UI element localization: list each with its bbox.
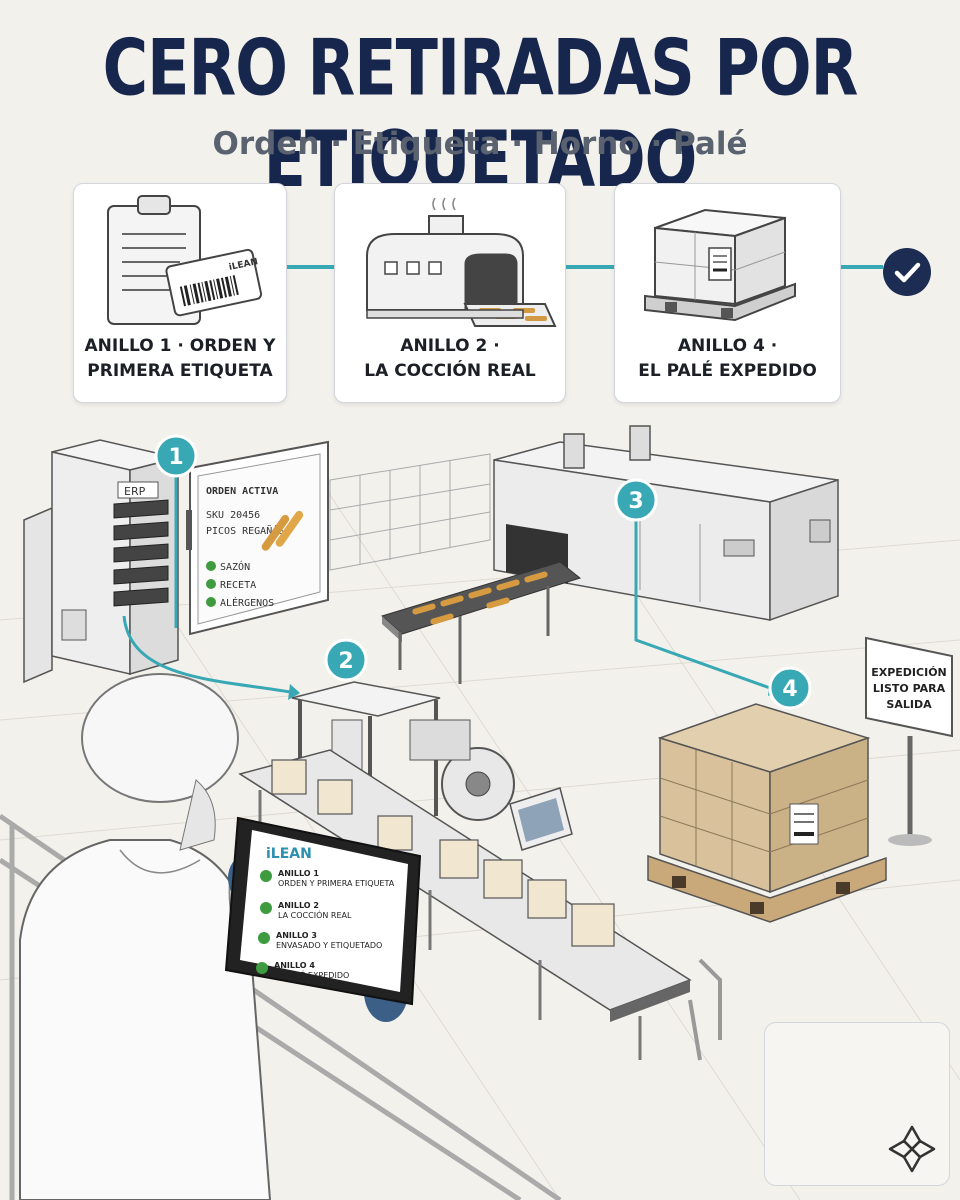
step-marker-2 [324,638,368,682]
safety-fence [329,453,491,571]
tablet-item-desc: EL PALÉ EXPEDIDO [274,969,349,980]
sign-line: SALIDA [886,698,932,711]
erp-checklist [206,561,216,607]
erp-product: PICOS REGAÑÁS [206,524,284,537]
sign-line: LISTO PARA [873,682,946,695]
erp-screen-title: ORDEN ACTIVA [206,486,278,497]
erp-cabinet-label: ERP [124,485,146,498]
expedition-sign [865,636,953,846]
completed-check-icon [883,248,931,296]
erp-cabinet: ERP [23,439,179,684]
step-marker-3 [614,478,658,522]
tablet-checks [256,870,272,974]
sign-line: EXPEDICIÓN [871,666,947,679]
page-title: CERO RETIRADAS POR ETIQUETADO [102,22,859,205]
clipboard-icon: iLEAN [107,195,263,325]
tablet-item-desc: LA COCCIÓN REAL [278,909,352,920]
logo-box [764,1022,950,1186]
tablet-brand: iLEAN [266,846,312,862]
oven-conveyor [381,561,582,684]
connector-line [287,265,334,269]
flow-arrows [122,458,771,694]
card-label-ring-2: ANILLO 2 · LA COCCIÓN REAL [364,336,536,381]
shipping-pallet [647,703,887,923]
factory-scene: ERP ORDEN ACTIVA SKU 20456 PICOS REGAÑÁS… [0,425,960,1200]
card-ring-1: iLEAN ANILLO 1 · ORDEN Y PRIMERA ETIQUET… [73,183,287,403]
card-ring-4: ANILLO 4 · EL PALÉ EXPEDIDO [614,183,841,403]
tablet-item-title: ANILLO 3 [276,931,317,940]
erp-sku: SKU 20456 [206,510,260,521]
tablet-item-desc: ORDEN Y PRIMERA ETIQUETA [278,879,395,888]
connector-line [841,265,883,269]
page-subtitle: Orden · Etiqueta · Horno · Palé [212,126,748,162]
card-label-ring-1: ANILLO 1 · ORDEN Y PRIMERA ETIQUETA [84,336,276,381]
connector-line [566,265,614,269]
tablet-item-desc: ENVASADO Y ETIQUETADO [276,941,382,950]
breadstick-icon [261,510,304,551]
erp-screen [186,440,329,636]
tablet-device [224,816,422,1006]
erp-check-item: RECETA [220,580,256,591]
card-label-ring-4: ANILLO 4 · EL PALÉ EXPEDIDO [638,336,817,381]
step-marker-number: 1 [168,445,183,470]
oven-icon [366,197,557,327]
step-marker-number: 4 [782,677,797,702]
pallet-icon [644,208,796,322]
tablet-item-title: ANILLO 2 [278,901,319,910]
tablet-item-title: ANILLO 4 [274,961,315,970]
erp-check-item: SAZÓN [220,560,250,573]
tunnel-oven [493,425,839,622]
tablet-item-title: ANILLO 1 [278,869,319,878]
flower-logo-icon [888,1125,936,1173]
packaged-products [271,759,615,947]
step-marker-4 [768,666,812,710]
step-marker-number: 2 [338,649,353,674]
packaging-machine [291,681,573,851]
step-marker-number: 3 [628,489,643,514]
erp-check-item: ALÉRGENOS [220,596,274,609]
card-ring-2: ANILLO 2 · LA COCCIÓN REAL [334,183,566,403]
step-marker-1 [154,434,198,478]
